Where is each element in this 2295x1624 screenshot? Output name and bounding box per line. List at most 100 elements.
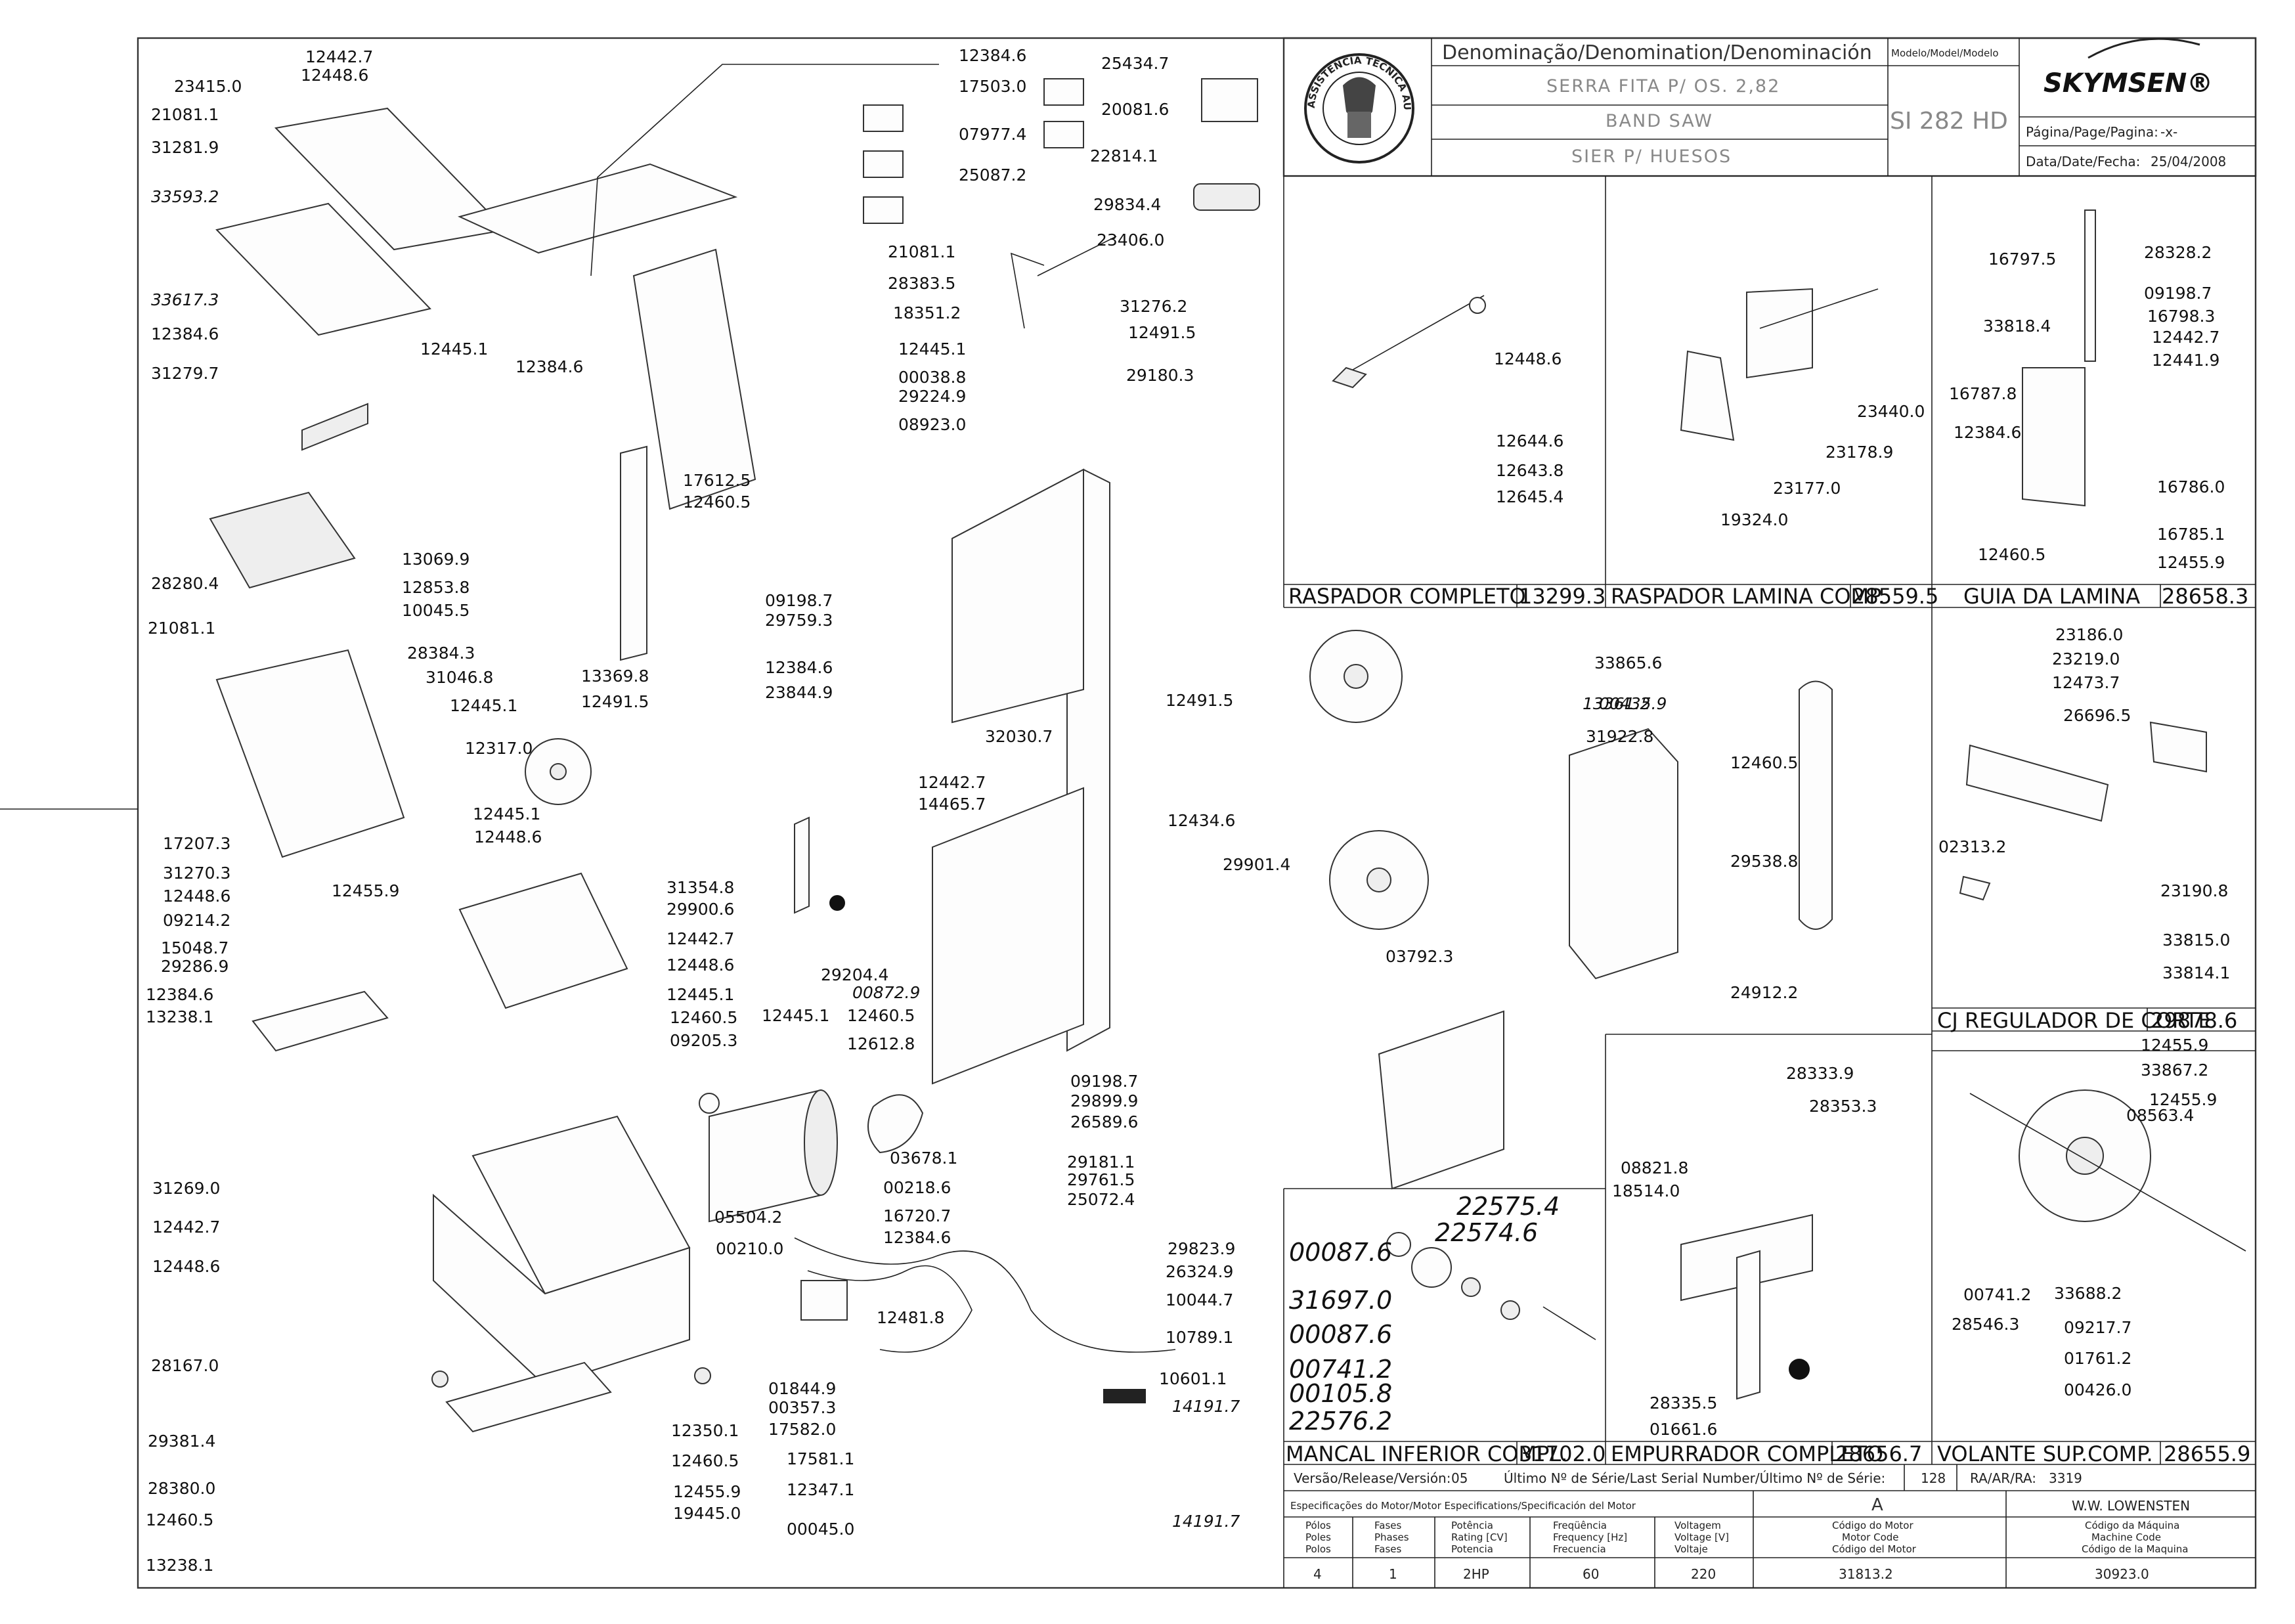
part-label: 01661.6 [1650, 1420, 1717, 1439]
motor-col-motor-code: Código do Motor Motor Code Código del Mo… [1832, 1520, 1917, 1582]
part-label: 12455.9 [2141, 1036, 2208, 1055]
part-labels: 12448.6 12644.6 12643.8 12645.4 23440.0 … [146, 46, 2230, 1575]
svg-text:Código del Motor: Código del Motor [1832, 1543, 1917, 1555]
part-label: 28167.0 [151, 1356, 219, 1375]
panel-title-mancal: MANCAL INFERIOR COMPL. [1286, 1441, 1567, 1466]
part-label: 12442.7 [305, 47, 373, 66]
part-label: 12442.7 [2152, 328, 2219, 347]
part-label: 09214.2 [163, 911, 230, 930]
voltage-value: 220 [1691, 1566, 1716, 1582]
part-label: 12481.8 [877, 1308, 944, 1327]
panel-title-guia: GUIA DA LAMINA [1963, 584, 2140, 609]
part-label: 16787.8 [1949, 384, 2017, 403]
part-label: 23190.8 [2160, 881, 2228, 900]
poles-value: 4 [1313, 1566, 1322, 1582]
panel-code-volante: 28655.9 [2164, 1441, 2250, 1466]
part-label: 12317.0 [465, 739, 533, 758]
part-label: 12384.6 [1954, 423, 2021, 442]
revision-letter: A [1871, 1495, 1883, 1515]
part-label: 10601.1 [1159, 1369, 1227, 1388]
part-label: 12445.1 [898, 340, 966, 359]
part-label: 28280.4 [151, 574, 219, 593]
version-value: 05 [1451, 1470, 1468, 1486]
part-label: 33688.2 [2054, 1284, 2122, 1303]
panel-title-empurrador: EMPURRADOR COMPLETO [1611, 1441, 1883, 1466]
svg-text:Potencia: Potencia [1451, 1543, 1493, 1555]
serial-value: 128 [1921, 1470, 1946, 1486]
phases-value: 1 [1389, 1566, 1397, 1582]
svg-text:Phases: Phases [1374, 1531, 1409, 1543]
name-es: SIER P/ HUESOS [1571, 146, 1732, 167]
part-label: 12612.8 [847, 1034, 915, 1053]
machine-code-value: 30923.0 [2095, 1566, 2149, 1582]
part-label: 18514.0 [1612, 1181, 1680, 1200]
sheet-border [137, 37, 2257, 1589]
panel-grid [1282, 37, 2257, 1465]
svg-text:Machine Code: Machine Code [2091, 1531, 2161, 1543]
name-pt: SERRA FITA P/ OS. 2,82 [1546, 76, 1780, 97]
author-name: W.W. LOWENSTEN [2072, 1498, 2190, 1514]
svg-text:Voltage [V]: Voltage [V] [1674, 1531, 1729, 1543]
part-label: 00045.0 [787, 1520, 854, 1539]
part-label: 13361.2 [1583, 694, 1650, 713]
part-label: 28384.3 [407, 644, 475, 663]
machine-drawing [209, 64, 1833, 1433]
part-label: 16798.3 [2147, 307, 2215, 326]
part-label: 29834.4 [1093, 195, 1161, 214]
part-label: 29181.1 [1067, 1152, 1135, 1172]
part-label: 12455.9 [332, 881, 399, 900]
serial-label: Último Nº de Série/Last Serial Number/Úl… [1504, 1470, 1885, 1486]
part-label: 09198.7 [765, 591, 833, 610]
rating-value: 2HP [1463, 1566, 1489, 1582]
motor-col-poles: Pólos Poles Polos 4 [1305, 1520, 1331, 1582]
part-label: 29759.3 [765, 611, 833, 630]
part-label: 31281.9 [151, 138, 219, 157]
part-label: 00435.9 [1599, 694, 1667, 713]
part-label: 01761.2 [2064, 1349, 2131, 1368]
part-label: 23415.0 [174, 77, 242, 96]
part-label: 16720.7 [883, 1206, 951, 1225]
part-label: 28353.3 [1809, 1097, 1877, 1116]
part-label: 10789.1 [1166, 1328, 1233, 1347]
motor-col-machine-code: Código da Máquina Machine Code Código de… [2082, 1520, 2188, 1582]
part-label: 12384.6 [883, 1228, 951, 1247]
part-label: 23844.9 [765, 683, 833, 702]
page-label: Página/Page/Pagina: [2026, 124, 2158, 140]
part-label: 12643.8 [1496, 461, 1563, 480]
part-label: 12347.1 [787, 1480, 854, 1499]
part-label: 20081.6 [1101, 100, 1169, 119]
part-label: 09205.3 [670, 1031, 737, 1050]
part-label: 22576.2 [1289, 1407, 1392, 1436]
part-label: 28335.5 [1650, 1394, 1717, 1413]
panel-title-regulador: CJ REGULADOR DE CORTE [1937, 1008, 2212, 1033]
part-label: 33815.0 [2162, 931, 2230, 950]
part-label: 12448.6 [152, 1257, 220, 1276]
part-label: 21081.1 [151, 105, 219, 124]
part-label: 05504.2 [714, 1208, 782, 1227]
part-label: 33865.6 [1594, 653, 1662, 672]
svg-text:Frecuencia: Frecuencia [1553, 1543, 1606, 1555]
part-label: 00210.0 [716, 1239, 783, 1258]
part-label: 12455.9 [673, 1482, 741, 1501]
part-label: 29761.5 [1067, 1170, 1135, 1189]
part-label: 03678.1 [890, 1149, 957, 1168]
part-label: 02313.2 [1938, 837, 2006, 856]
part-label: 23186.0 [2055, 625, 2123, 644]
part-label: 33867.2 [2141, 1061, 2208, 1080]
part-label: 31276.2 [1120, 297, 1187, 316]
part-label: 31046.8 [426, 668, 493, 687]
part-label: 23177.0 [1773, 479, 1841, 498]
part-label: 17503.0 [959, 77, 1026, 96]
part-label: 12448.6 [474, 827, 542, 846]
part-label: 17207.3 [163, 834, 230, 853]
brand-name: SKYMSEN® [2044, 68, 2213, 99]
panel-code-raspador-lamina: 28559.5 [1852, 584, 1938, 609]
part-label: 31279.7 [151, 364, 219, 383]
part-label: 31922.8 [1586, 727, 1653, 746]
part-label: 00087.6 [1289, 1320, 1392, 1349]
part-label: 00741.2 [1963, 1285, 2031, 1304]
part-label: 15048.7 [161, 938, 229, 957]
part-label: 12460.5 [683, 493, 751, 512]
part-label: 12384.6 [515, 357, 583, 376]
part-label: 12460.5 [670, 1008, 737, 1027]
